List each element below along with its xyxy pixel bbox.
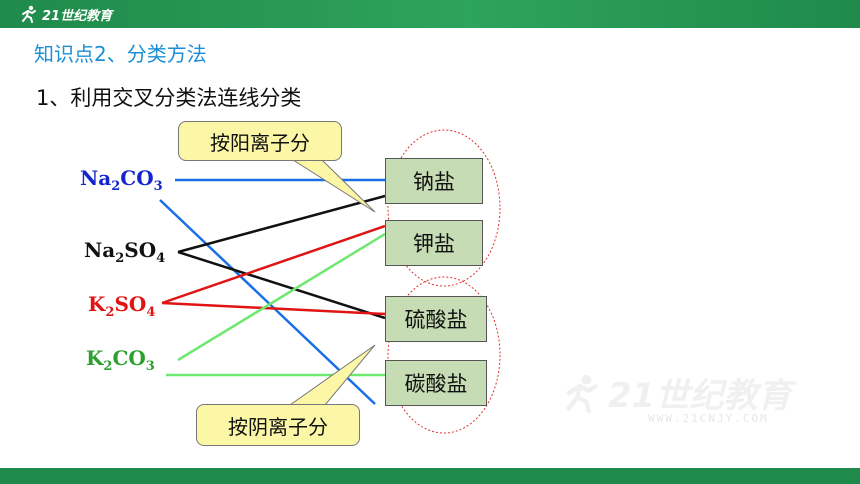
- category-carbonate: 碳酸盐: [385, 360, 487, 406]
- exercise-title: 1、利用交叉分类法连线分类: [36, 86, 302, 110]
- formula-k2co3: K2CO3: [86, 346, 155, 374]
- formula-k2so4: K2SO4: [88, 292, 156, 320]
- line-k2so4-sulfate: [161, 301, 386, 316]
- watermark-text: 21世纪教育: [608, 376, 792, 416]
- runner-watermark-icon: [566, 374, 598, 413]
- category-sulfate: 硫酸盐: [385, 296, 487, 342]
- brand-logo: 21世纪教育: [20, 4, 112, 24]
- formula-na2co3: Na2CO3: [80, 166, 163, 194]
- category-sodium-salt: 钠盐: [385, 158, 483, 204]
- callout-by-cation: 按阳离子分: [178, 121, 342, 161]
- runner-logo-icon: [22, 5, 36, 23]
- category-potassium-salt: 钾盐: [385, 220, 483, 266]
- formula-na2so4: Na2SO4: [84, 238, 166, 266]
- line-na2so4-sodium: [177, 194, 386, 254]
- logo-text: 21世纪教育: [42, 8, 113, 24]
- line-k2co3-potassium: [177, 232, 386, 362]
- section-heading: 知识点2、分类方法: [34, 42, 207, 66]
- line-na2so4-sulfate: [177, 250, 386, 320]
- footer-bar: [0, 468, 860, 484]
- cation-group-ellipse: [387, 129, 501, 287]
- header-bar: 21世纪教育: [0, 0, 860, 28]
- line-k2so4-potassium: [161, 224, 386, 305]
- callout-by-anion: 按阴离子分: [196, 404, 360, 446]
- anion-group-ellipse: [387, 276, 501, 434]
- watermark-logo: 21世纪教育: [562, 368, 791, 417]
- cation-callout-pointer: [288, 157, 376, 213]
- watermark-url: WWW.21CNJY.COM: [648, 412, 769, 425]
